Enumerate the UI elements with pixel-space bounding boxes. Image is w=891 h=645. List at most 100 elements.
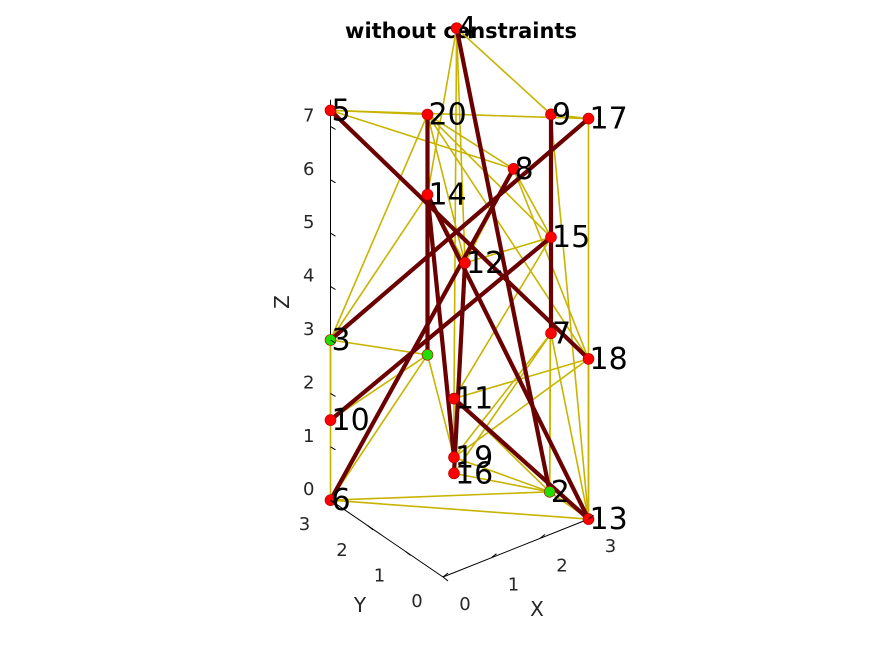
node-label: 7 [552,316,571,351]
node-label: 10 [332,403,370,438]
node-label: 17 [590,102,628,137]
thick-edge [425,192,457,460]
thick-edge [328,116,591,343]
x-tick-mark [491,553,497,559]
thin-edge [453,358,590,400]
y-tick-label: 2 [336,540,347,561]
thick-edge [451,396,591,522]
thin-edge [329,113,429,341]
node-marker [421,188,434,201]
thin-edge [453,472,551,493]
thick-edge [328,108,591,361]
thin-edge [453,456,551,493]
thick-edge [425,192,591,522]
x-tick-label: 1 [508,575,519,596]
x-tick-mark [588,514,594,520]
thin-edge [329,353,429,502]
x-tick-mark [442,572,449,578]
node-marker [545,108,557,121]
z-tick-label: 5 [303,212,314,233]
thin-edge [455,27,552,116]
z-tick-label: 1 [303,426,314,447]
z-tick-mark [330,499,336,504]
node-label: 20 [429,98,467,133]
axis-box-line [442,518,589,578]
z-tick-label: 3 [303,319,314,340]
node-marker [421,108,434,121]
z-tick-label: 6 [303,159,314,180]
x-tick-label: 3 [605,536,616,557]
node-marker [448,451,460,464]
thick-edge [328,166,516,503]
x-axis-label: X [530,597,544,621]
node-marker [448,392,460,405]
node-label: 16 [455,456,493,491]
z-axis-label: Z [270,295,294,309]
z-tick-mark [330,125,336,130]
y-tick-label: 3 [299,514,310,535]
node-label: 14 [429,178,467,213]
thick-edges [328,26,591,522]
thin-edge [426,113,515,170]
node-label: 3 [332,323,351,358]
y-tick-label: 0 [411,591,422,612]
node-label: 2 [551,475,570,510]
node-label: 15 [552,220,590,255]
thin-edge [426,27,458,196]
z-tick-mark [330,179,336,184]
node-marker [582,112,595,125]
node-label: 6 [332,483,351,518]
thin-edge [329,491,551,502]
thin-edge [426,113,590,360]
node-marker [324,104,337,117]
y-tick-mark [367,525,374,531]
node-marker [448,467,460,480]
node-label: 8 [515,152,534,187]
z-tick-label: 4 [303,266,314,287]
z-tick-label: 0 [303,479,314,500]
node-marker [459,257,471,269]
z-tick-mark [330,339,336,344]
thin-edge [426,113,466,264]
thin-edge [550,332,590,520]
node-marker [582,353,595,365]
y-tick-mark [442,576,449,582]
node-marker [545,327,557,340]
node-label: 11 [455,382,493,417]
node-marker [543,486,556,498]
z-tick-mark [330,392,336,397]
node-label: 18 [590,342,628,377]
thick-edge [451,260,468,476]
axis-box-line [330,499,444,578]
thin-edge [453,236,552,400]
y-tick-label: 1 [374,565,385,586]
thin-edge [329,193,429,341]
node-marker [421,348,434,361]
thin-edge [329,499,590,520]
node-marker [450,22,463,34]
node-label: 19 [455,440,493,475]
thin-edge [453,332,552,459]
y-tick-mark [405,551,411,556]
z-tick-label: 7 [303,105,314,126]
z-tick-mark [330,232,336,237]
node-marker [545,231,557,243]
z-tick-mark [330,446,336,451]
thin-edge [453,332,552,475]
thin-edge [426,113,552,238]
node-label: 12 [466,246,504,281]
y-axis-label: Y [353,593,367,617]
thin-edge [550,113,590,520]
thick-edge [454,26,552,494]
node-marker [324,414,337,426]
thin-edge [453,27,458,400]
node-label: 9 [552,97,571,132]
x-tick-mark [539,534,546,539]
x-tick-label: 0 [459,594,470,615]
z-tick-label: 2 [303,372,314,393]
node-label: 13 [590,502,628,537]
x-tick-label: 2 [556,555,567,576]
node-label: 4 [458,11,477,46]
